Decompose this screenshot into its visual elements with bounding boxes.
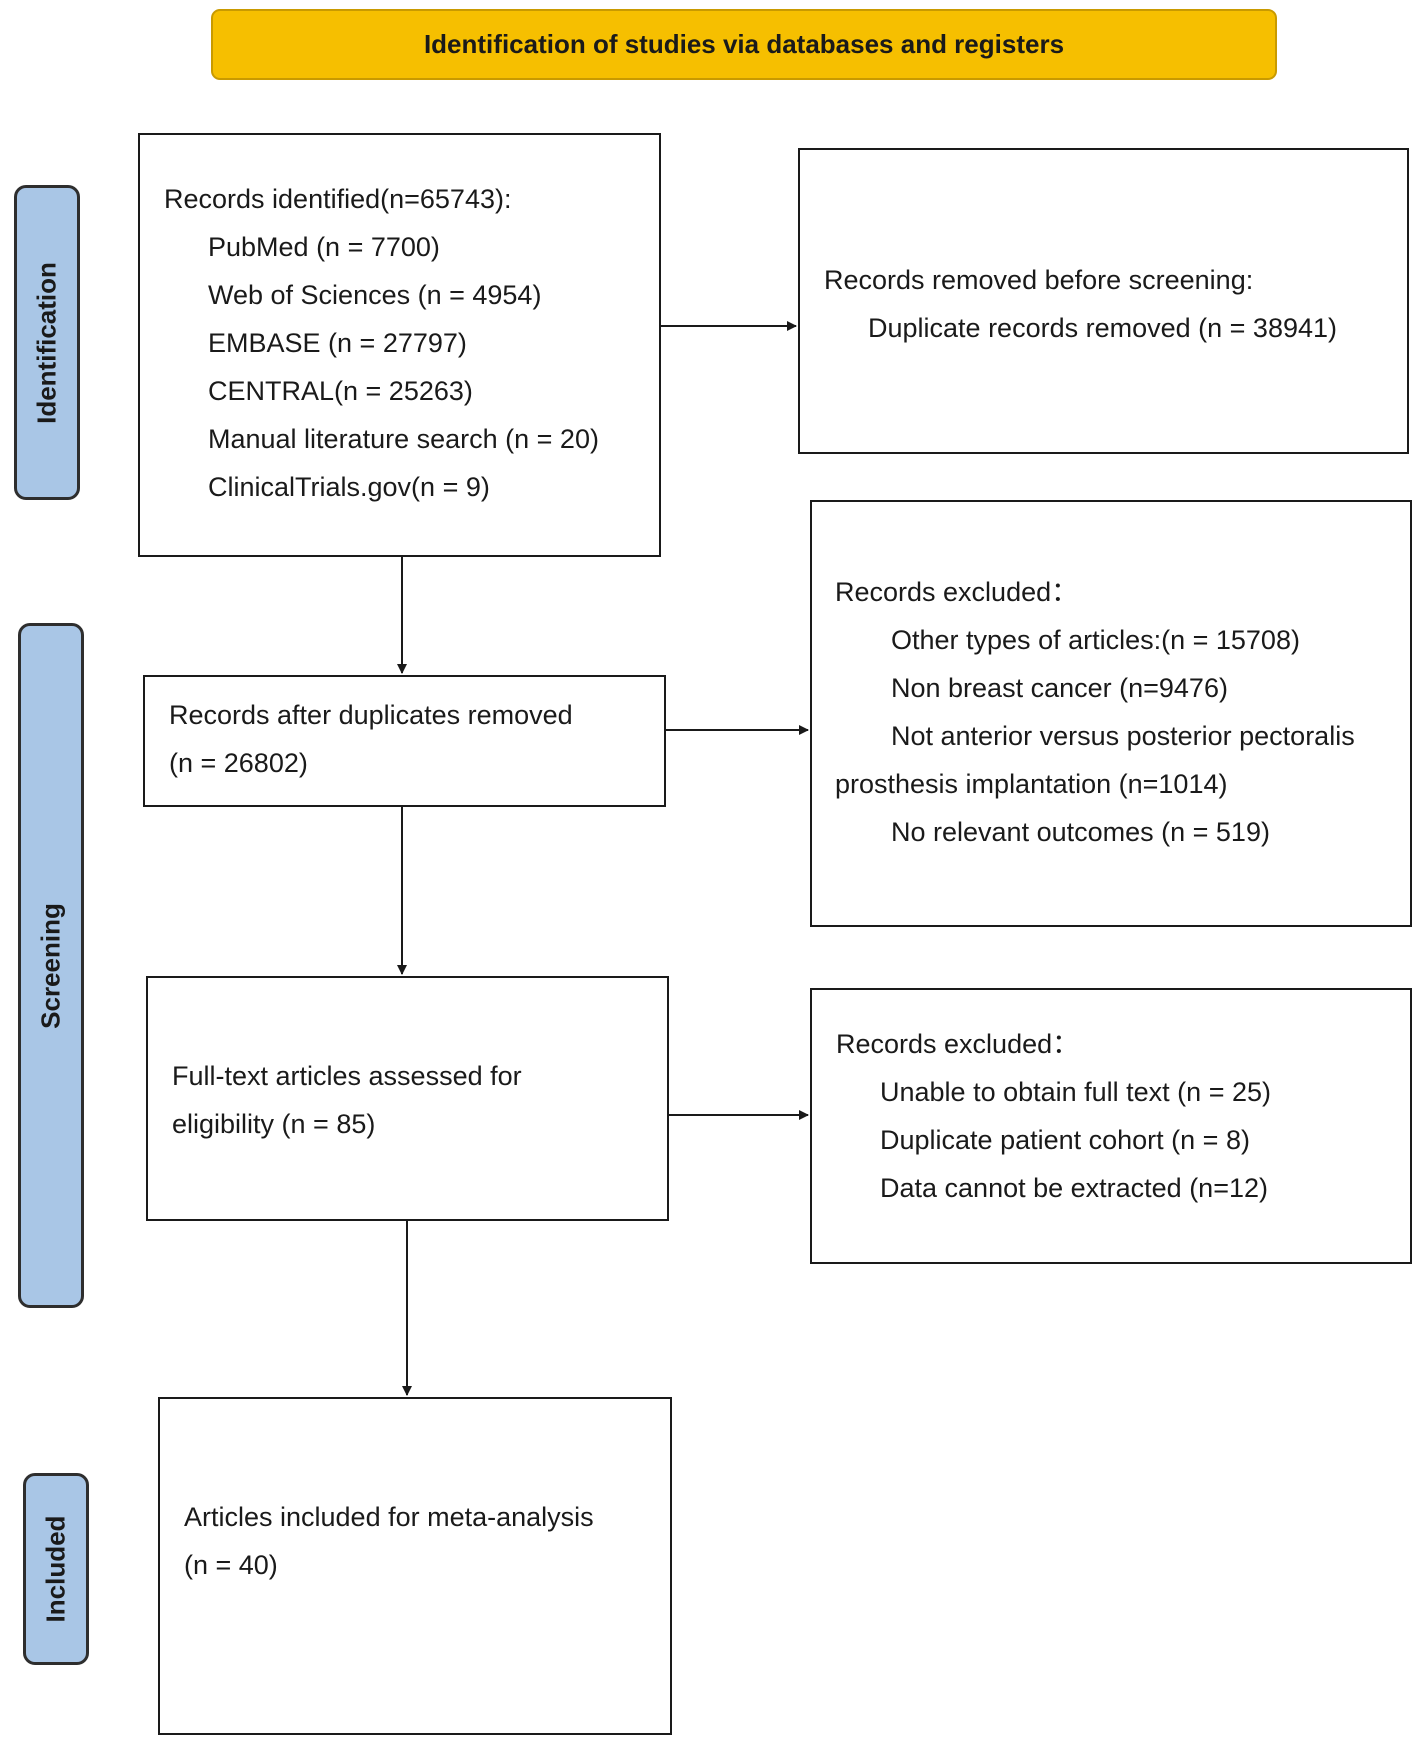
source-web-of-sciences: Web of Sciences (n = 4954): [208, 280, 542, 310]
source-clinicaltrials: ClinicalTrials.gov(n = 9): [208, 472, 490, 502]
fulltext-assessed-box: Full-text articles assessed for eligibil…: [146, 976, 669, 1221]
fulltext-line1: Full-text articles assessed for: [172, 1061, 522, 1091]
excluded-not-anterior-posterior: Not anterior versus posterior pectoralis: [891, 721, 1355, 751]
fulltext-line2: eligibility (n = 85): [172, 1109, 376, 1139]
phase-identification: Identification: [14, 185, 80, 500]
source-central: CENTRAL(n = 25263): [208, 376, 473, 406]
excluded-no-relevant-outcomes: No relevant outcomes (n = 519): [891, 817, 1270, 847]
included-line1: Articles included for meta-analysis: [184, 1502, 594, 1532]
records-identified-title: Records identified(n=65743):: [164, 184, 512, 214]
source-pubmed: PubMed (n = 7700): [208, 232, 440, 262]
source-embase: EMBASE (n = 27797): [208, 328, 467, 358]
records-excluded-screening-box: Records excluded： Other types of article…: [810, 500, 1412, 927]
records-identified-box: Records identified(n=65743): PubMed (n =…: [138, 133, 661, 557]
excluded-duplicate-cohort: Duplicate patient cohort (n = 8): [880, 1125, 1250, 1155]
records-removed-title: Records removed before screening:: [824, 265, 1254, 295]
source-manual-search: Manual literature search (n = 20): [208, 424, 599, 454]
records-removed-box: Records removed before screening: Duplic…: [798, 148, 1409, 454]
header-title: Identification of studies via databases …: [423, 29, 1065, 59]
after-duplicates-line2: (n = 26802): [169, 748, 308, 778]
articles-included-box: Articles included for meta-analysis (n =…: [158, 1397, 672, 1735]
phase-included: Included: [23, 1473, 89, 1665]
phase-screening: Screening: [18, 623, 84, 1308]
excluded-non-breast-cancer: Non breast cancer (n=9476): [891, 673, 1228, 703]
excluded-data-not-extracted: Data cannot be extracted (n=12): [880, 1173, 1268, 1203]
duplicate-records-removed: Duplicate records removed (n = 38941): [868, 313, 1337, 343]
excluded-unable-full-text: Unable to obtain full text (n = 25): [880, 1077, 1271, 1107]
excluded-fulltext-title: Records excluded：: [836, 1029, 1080, 1059]
excluded-prosthesis-implantation: prosthesis implantation (n=1014): [835, 769, 1228, 799]
header-banner: Identification of studies via databases …: [211, 9, 1277, 80]
included-line2: (n = 40): [184, 1550, 278, 1580]
after-duplicates-line1: Records after duplicates removed: [169, 700, 573, 730]
records-excluded-fulltext-box: Records excluded： Unable to obtain full …: [810, 988, 1412, 1264]
excluded-screening-title: Records excluded：: [835, 577, 1079, 607]
excluded-other-types: Other types of articles:(n = 15708): [891, 625, 1300, 655]
records-after-duplicates-box: Records after duplicates removed (n = 26…: [143, 675, 666, 807]
